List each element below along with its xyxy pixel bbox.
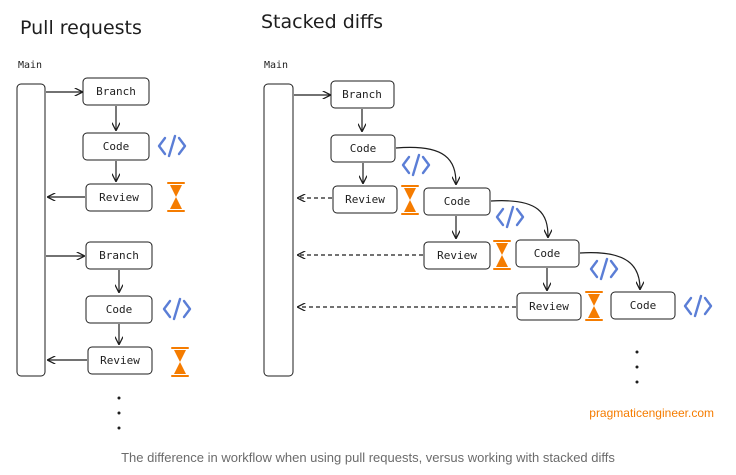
review-label-stacked-3: Review — [529, 300, 569, 313]
code-brackets-icon — [162, 297, 192, 321]
code-brackets-icon — [495, 205, 525, 229]
code-box-stacked-1 — [330, 134, 396, 163]
arrow-code-to-code-stacked-2 — [490, 200, 548, 237]
review-box-stacked-2 — [423, 241, 491, 270]
branch-box-1 — [82, 77, 150, 106]
code-brackets-icon — [401, 153, 431, 177]
code-label-stacked-2: Code — [444, 195, 471, 208]
continuation-dots-left — [117, 396, 121, 430]
branch-label-stacked: Branch — [342, 88, 382, 101]
review-box-stacked-1 — [332, 185, 398, 214]
branch-box-2 — [85, 241, 153, 270]
review-box-1 — [85, 183, 153, 212]
main-branch-bar-left — [16, 83, 46, 377]
branch-label-1: Branch — [96, 85, 136, 98]
code-box-stacked-3 — [515, 239, 580, 268]
branch-box-stacked — [330, 80, 395, 109]
review-label-stacked-1: Review — [345, 193, 385, 206]
continuation-dots-right — [635, 350, 639, 384]
figure-caption: The difference in workflow when using pu… — [121, 450, 615, 465]
review-box-stacked-3 — [516, 292, 582, 321]
code-label-stacked-3: Code — [534, 247, 561, 260]
pull-requests-heading: Pull requests — [20, 17, 142, 39]
code-label-stacked-4: Code — [630, 299, 657, 312]
code-label-2: Code — [106, 303, 133, 316]
code-box-stacked-2 — [423, 187, 491, 216]
code-label-1: Code — [103, 140, 130, 153]
code-brackets-icon — [157, 134, 187, 158]
arrow-code-to-code-stacked-1 — [395, 146, 456, 184]
brand-watermark: pragmaticengineer.com — [589, 406, 714, 420]
hourglass-icon — [167, 182, 185, 212]
code-label-stacked-1: Code — [350, 142, 377, 155]
review-label-2: Review — [100, 354, 140, 367]
code-box-1 — [82, 132, 150, 161]
review-label-stacked-2: Review — [437, 249, 477, 262]
branch-label-2: Branch — [99, 249, 139, 262]
code-brackets-icon — [683, 294, 713, 318]
code-brackets-icon — [589, 257, 619, 281]
code-box-stacked-4 — [610, 291, 676, 320]
hourglass-icon — [585, 291, 603, 321]
hourglass-icon — [401, 185, 419, 215]
code-box-2 — [85, 295, 153, 324]
review-box-2 — [87, 346, 153, 375]
main-label-left: Main — [18, 60, 42, 71]
main-branch-bar-right — [263, 83, 294, 377]
arrow-code-to-code-stacked-3 — [579, 252, 640, 289]
main-label-right: Main — [264, 60, 288, 71]
stacked-diffs-heading: Stacked diffs — [261, 11, 383, 33]
hourglass-icon — [171, 347, 189, 377]
hourglass-icon — [493, 240, 511, 270]
review-label-1: Review — [99, 191, 139, 204]
